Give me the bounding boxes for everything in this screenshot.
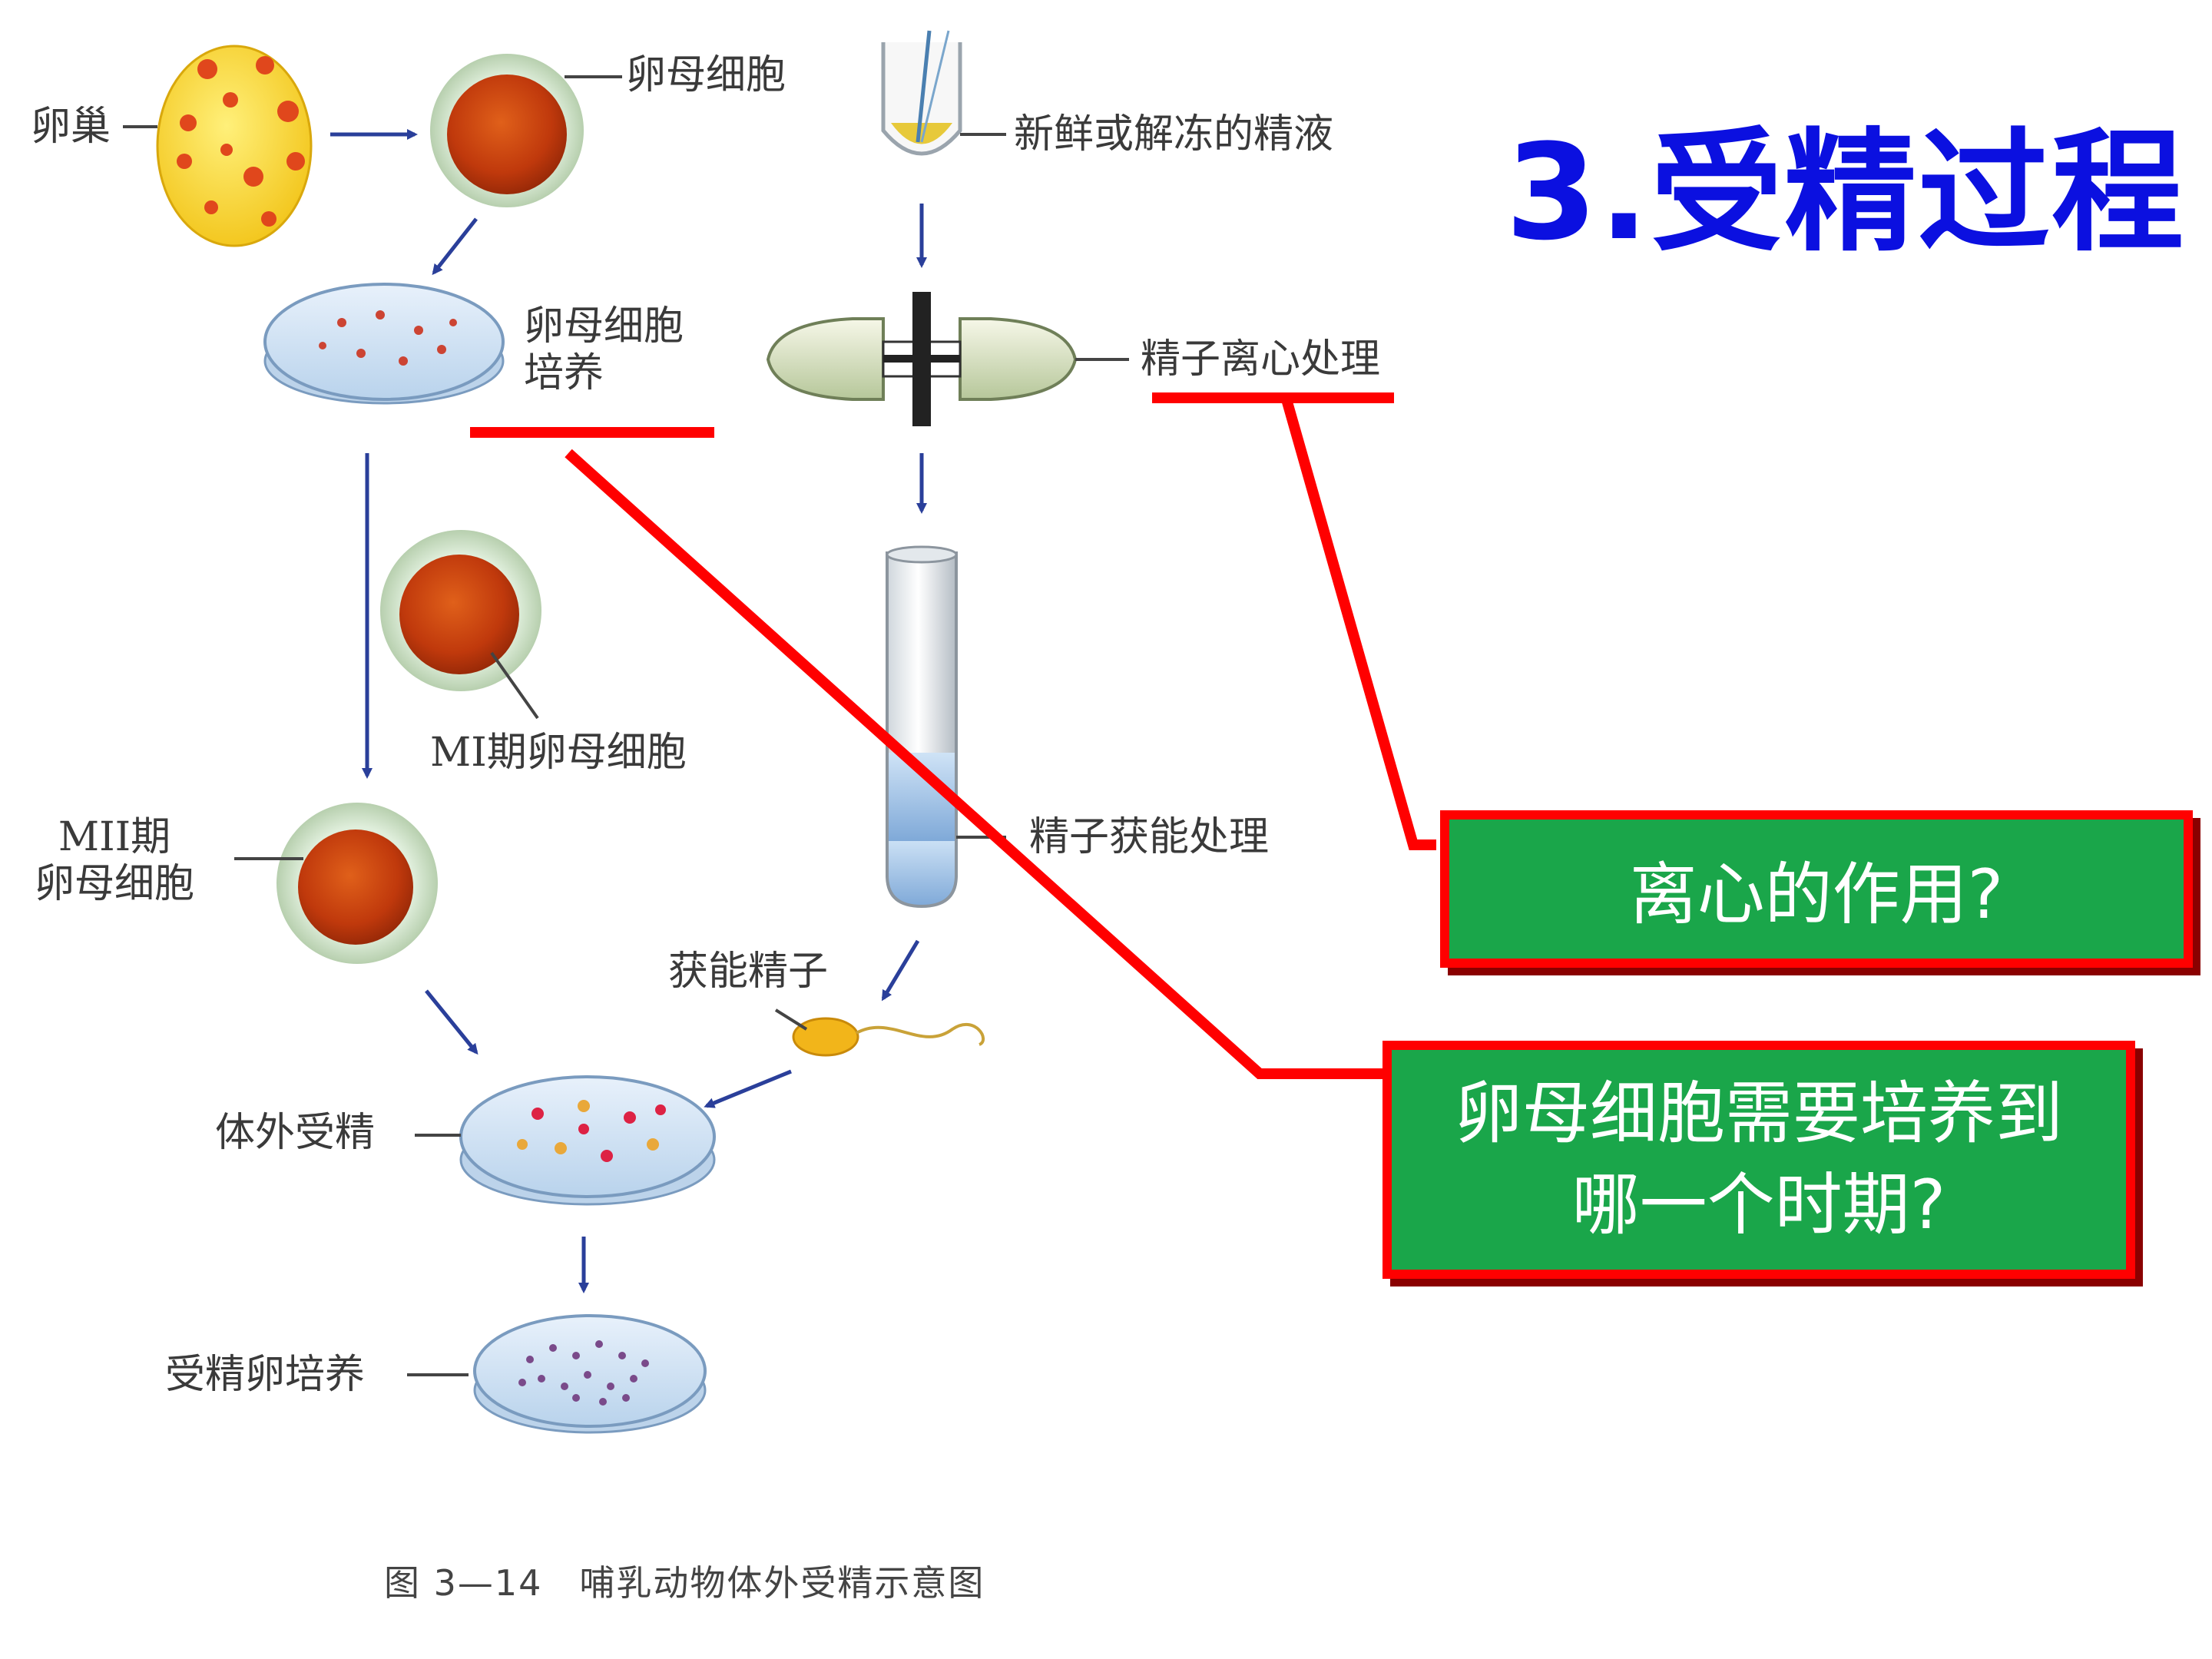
label-mii-oocyte-line2: 卵母细胞: [35, 861, 195, 908]
label-semen: 新鲜或解冻的精液: [1014, 111, 1334, 157]
label-ovary: 卵巢: [31, 104, 111, 150]
mi-oocyte-illustration: [380, 530, 541, 691]
label-oocyte-culture-line1: 卵母细胞: [524, 303, 684, 349]
capacitation-test-tube: [886, 545, 958, 909]
label-mii-oocyte-line1: MII期: [58, 814, 171, 860]
question-oocyte-line1: 卵母细胞需要培养到: [1454, 1074, 2063, 1154]
label-oocyte-culture: 卵母细胞 培养: [524, 303, 684, 398]
slide-title: 3.受精过程: [1505, 115, 2186, 270]
oocyte-culture-dish: [263, 283, 505, 405]
oocyte-illustration: [430, 54, 584, 207]
label-capacitated-sperm: 获能精子: [668, 949, 829, 995]
ovary-illustration: [156, 45, 313, 247]
semen-tube: [881, 30, 962, 156]
label-zygote-culture: 受精卵培养: [165, 1352, 366, 1398]
question-oocyte-line2: 哪一个时期?: [1571, 1165, 1946, 1244]
question-centrifuge-text: 离心的作用?: [1629, 855, 2004, 934]
annotation-lines: [470, 392, 1436, 1079]
label-sperm-capacitation: 精子获能处理: [1029, 814, 1270, 860]
label-sperm-centrifuge: 精子离心处理: [1141, 336, 1381, 382]
label-oocyte: 卵母细胞: [626, 52, 786, 98]
question-box-centrifuge: 离心的作用?: [1440, 810, 2193, 968]
ivf-dish: [459, 1075, 716, 1206]
mii-oocyte-illustration: [276, 803, 438, 964]
figure-caption: 图 3—14 哺乳动物体外受精示意图: [384, 1562, 985, 1604]
label-mii-oocyte: MII期 卵母细胞: [35, 814, 194, 909]
question-box-oocyte-stage: 卵母细胞需要培养到 哪一个时期?: [1382, 1041, 2135, 1279]
centrifuge-illustration: [766, 292, 1078, 426]
zygote-culture-dish: [473, 1314, 707, 1434]
label-oocyte-culture-line2: 培养: [524, 350, 604, 397]
capacitated-sperm-illustration: [792, 1017, 985, 1057]
label-mi-oocyte: MI期卵母细胞: [430, 730, 687, 776]
label-in-vitro-fertilization: 体外受精: [215, 1110, 376, 1156]
